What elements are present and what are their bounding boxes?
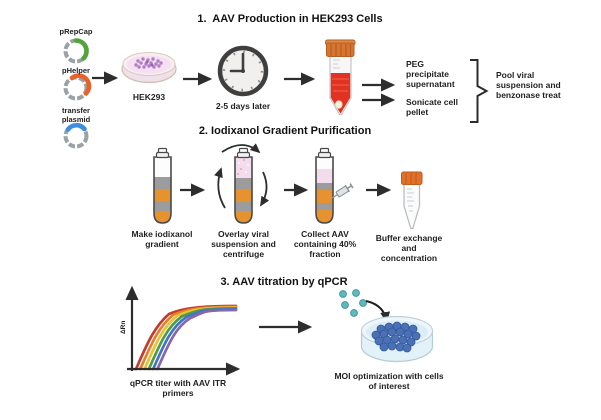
clock-label: 2-5 days later	[215, 101, 271, 111]
ultracentrifuge-tube-icon-overlay	[234, 147, 253, 224]
plasmid-icon-phelper	[63, 73, 92, 101]
qpcr-y-axis-label: ΔRn	[120, 320, 127, 334]
dish-label: HEK293	[132, 92, 166, 102]
ultracentrifuge-tube-icon-collect	[315, 147, 334, 224]
sonicate-step-label: Sonicate cell pellet	[406, 97, 458, 118]
plasmid-icon-prepcap	[63, 38, 89, 64]
brace-icon	[470, 59, 489, 123]
syringe-icon	[331, 183, 354, 199]
section1-title: 1. AAV Production in HEK293 Cells	[197, 13, 383, 25]
clock-icon	[217, 45, 269, 97]
tube2-label: Overlay viral suspension and centrifuge	[211, 229, 276, 260]
qpcr-caption: qPCR titer with AAV ITR primers	[129, 378, 227, 399]
qpcr-axes	[125, 285, 241, 376]
tube3-label: Collect AAV containing 40% fraction	[293, 229, 357, 260]
tube4-label: Buffer exchange and concentration	[375, 233, 443, 264]
falcon-tube-icon-buffer	[401, 171, 423, 230]
virus-particles-icon	[339, 289, 367, 317]
section3-title: 3. AAV titration by qPCR	[220, 276, 348, 288]
ultracentrifuge-tube-icon-gradient	[153, 147, 172, 224]
peg-step-label: PEG precipitate supernatant	[406, 59, 455, 90]
plasmid-label-transfer: transfer plasmid	[61, 106, 91, 124]
petri-dish-icon-moi	[360, 315, 434, 363]
centrifuge-arrows-icon	[214, 143, 270, 209]
qpcr-curves	[134, 304, 238, 371]
falcon-tube-icon-lysate	[325, 39, 356, 116]
moi-label: MOI optimization with cells of interest	[334, 371, 444, 392]
plasmid-icon-transfer	[63, 122, 89, 149]
section2-title: 2. Iodixanol Gradient Purification	[198, 125, 372, 137]
plasmid-label-phelper: pHelper	[62, 66, 90, 75]
petri-dish-icon	[121, 52, 177, 84]
tube1-label: Make iodixanol gradient	[131, 229, 193, 250]
pool-step-label: Pool viral suspension and benzonase trea…	[496, 70, 561, 101]
plasmid-label-prepcap: pRepCap	[59, 27, 93, 36]
